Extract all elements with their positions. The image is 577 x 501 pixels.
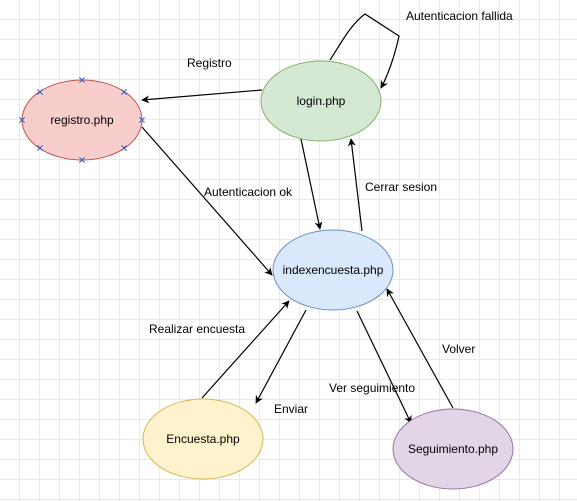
resize-handle-icon[interactable] [121, 145, 127, 151]
node-registro-label: registro.php [50, 113, 114, 127]
node-indexencuesta-label: indexencuesta.php [283, 263, 384, 277]
edge-label-autenticacion-fallida: Autenticacion fallida [406, 9, 513, 23]
edge-seguimiento-to-index[interactable] [386, 288, 454, 409]
edge-label-realizar-encuesta: Realizar encuesta [149, 322, 245, 336]
node-login[interactable]: login.php [260, 60, 382, 142]
edge-login-to-registro[interactable] [141, 89, 263, 104]
node-indexencuesta-shape [272, 229, 394, 311]
node-login-shape [260, 60, 382, 142]
edge-label-registro: Registro [187, 56, 232, 70]
edge-index-to-login[interactable] [347, 138, 363, 232]
node-encuesta-label: Encuesta.php [166, 432, 240, 446]
edge-label-cerrar-sesion: Cerrar sesion [365, 180, 437, 194]
node-indexencuesta[interactable]: indexencuesta.php [272, 229, 394, 311]
node-encuesta[interactable]: Encuesta.php [142, 398, 264, 480]
node-seguimiento-shape [392, 408, 514, 490]
edge-encuesta-to-index[interactable] [201, 300, 290, 399]
resize-handle-icon[interactable] [139, 117, 145, 123]
node-registro[interactable]: registro.php [19, 77, 145, 163]
edge-login-to-index[interactable] [300, 138, 323, 230]
edge-index-to-encuesta[interactable] [255, 309, 307, 404]
node-seguimiento[interactable]: Seguimiento.php [392, 408, 514, 490]
resize-handle-icon[interactable] [79, 157, 85, 163]
edge-label-autenticacion-ok: Autenticacion ok [204, 185, 293, 199]
edge-label-ver-seguimiento: Ver seguimiento [329, 381, 415, 395]
node-encuesta-shape [142, 398, 264, 480]
resize-handle-icon[interactable] [37, 89, 43, 95]
resize-handle-icon[interactable] [121, 89, 127, 95]
edge-label-enviar: Enviar [274, 402, 308, 416]
edge-index-to-seguimiento[interactable] [356, 310, 412, 424]
edge-label-volver: Volver [442, 342, 475, 356]
edge-login-self-loop[interactable] [329, 13, 400, 89]
node-login-label: login.php [297, 94, 346, 108]
resize-handle-icon[interactable] [79, 77, 85, 83]
resize-handle-icon[interactable] [19, 117, 25, 123]
resize-handle-icon[interactable] [37, 145, 43, 151]
node-seguimiento-label: Seguimiento.php [408, 442, 498, 456]
selection-handles[interactable] [19, 77, 145, 163]
edge-registro-to-index[interactable] [141, 126, 273, 276]
